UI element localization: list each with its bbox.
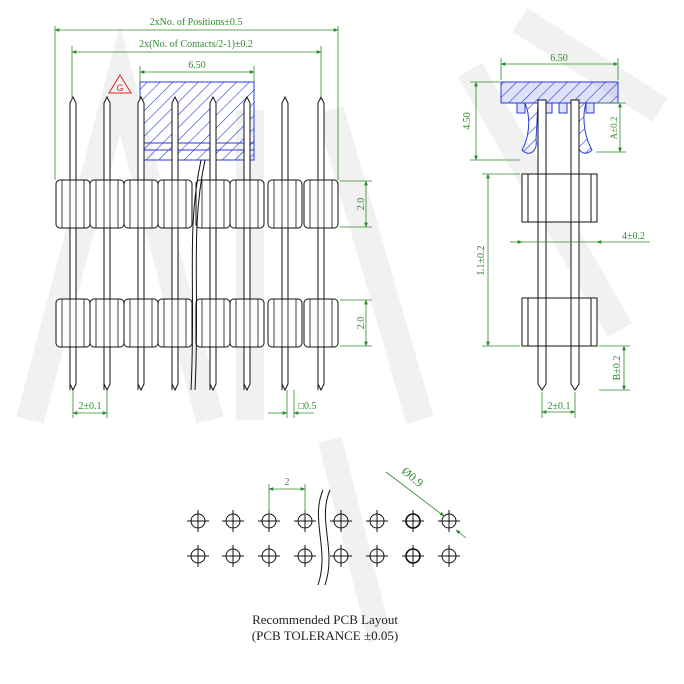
warning-triangle-icon: G: [108, 74, 132, 94]
pcb-layout: [187, 510, 460, 567]
pcb-dim-hole: Ø0.9: [399, 464, 426, 490]
side-view: [500, 81, 619, 391]
housing-cell-inner: [163, 298, 187, 348]
side-dim-cap-height: 4.50: [462, 112, 473, 130]
dim-row-spacing-lower: 2.0: [356, 317, 367, 330]
side-dim-cap-width: 6.50: [550, 53, 568, 64]
housing-cell-inner: [129, 179, 153, 229]
housing-cell: [157, 179, 193, 229]
break-line: [194, 159, 206, 391]
side-dim-l1: L1±0.2: [476, 245, 487, 274]
housing-cell-inner: [309, 298, 333, 348]
housing-cell-inner: [309, 179, 333, 229]
break-line: [190, 159, 202, 391]
pcb-caption-tolerance: (PCB TOLERANCE ±0.05): [252, 628, 398, 643]
housing-cell: [89, 179, 125, 229]
housing-cell: [55, 298, 91, 348]
housing-cell-inner: [201, 179, 225, 229]
side-dim-a: A±0.2: [609, 117, 619, 140]
housing-cell: [267, 179, 303, 229]
housing-cell-inner: [235, 298, 259, 348]
pcb-caption-title: Recommended PCB Layout: [252, 612, 398, 627]
dim-top-width: 6.50: [188, 60, 206, 71]
housing-cell-inner: [273, 298, 297, 348]
housing-cell: [303, 179, 339, 229]
side-dim-b: B±0.2: [612, 356, 623, 381]
front-view: [55, 81, 339, 392]
housing-cell: [229, 179, 265, 229]
hatched-cap: [139, 81, 255, 161]
side-dimensions: [470, 58, 650, 418]
housing-cell: [229, 298, 265, 348]
dim-row-spacing-upper: 2.0: [356, 198, 367, 211]
housing-cell-inner: [61, 179, 85, 229]
housing-cell: [123, 179, 159, 229]
housing-cell: [303, 298, 339, 348]
pcb-dimensions: [268, 471, 467, 539]
pcb-dim-pitch: 2: [285, 477, 290, 488]
front-dimensions: [54, 26, 372, 418]
warning-symbol-label: G: [116, 83, 123, 93]
housing-cell-inner: [235, 179, 259, 229]
housing-cell-inner: [129, 298, 153, 348]
dim-pitch-front: 2±0.1: [79, 401, 102, 412]
housing-cell: [195, 298, 231, 348]
housing-cell: [55, 179, 91, 229]
dim-contacts: 2x(No. of Contacts/2-1)±0.2: [139, 39, 253, 50]
side-dim-body-width: 4±0.2: [622, 231, 645, 242]
housing-cell: [195, 179, 231, 229]
housing-cell-inner: [61, 298, 85, 348]
housing-cell: [89, 298, 125, 348]
housing-cell-inner: [95, 298, 119, 348]
housing-cell-inner: [273, 179, 297, 229]
housing-cell-inner: [95, 179, 119, 229]
break-marks: [317, 489, 331, 586]
housing-cell-inner: [201, 298, 225, 348]
housing-cell-inner: [163, 179, 187, 229]
housing-cell: [157, 298, 193, 348]
housing-cell: [123, 298, 159, 348]
side-dim-pitch: 2±0.1: [548, 401, 571, 412]
dim-pin-square: □0.5: [298, 401, 317, 412]
housing-cell: [267, 298, 303, 348]
dim-total-positions: 2xNo. of Positions±0.5: [150, 17, 243, 28]
